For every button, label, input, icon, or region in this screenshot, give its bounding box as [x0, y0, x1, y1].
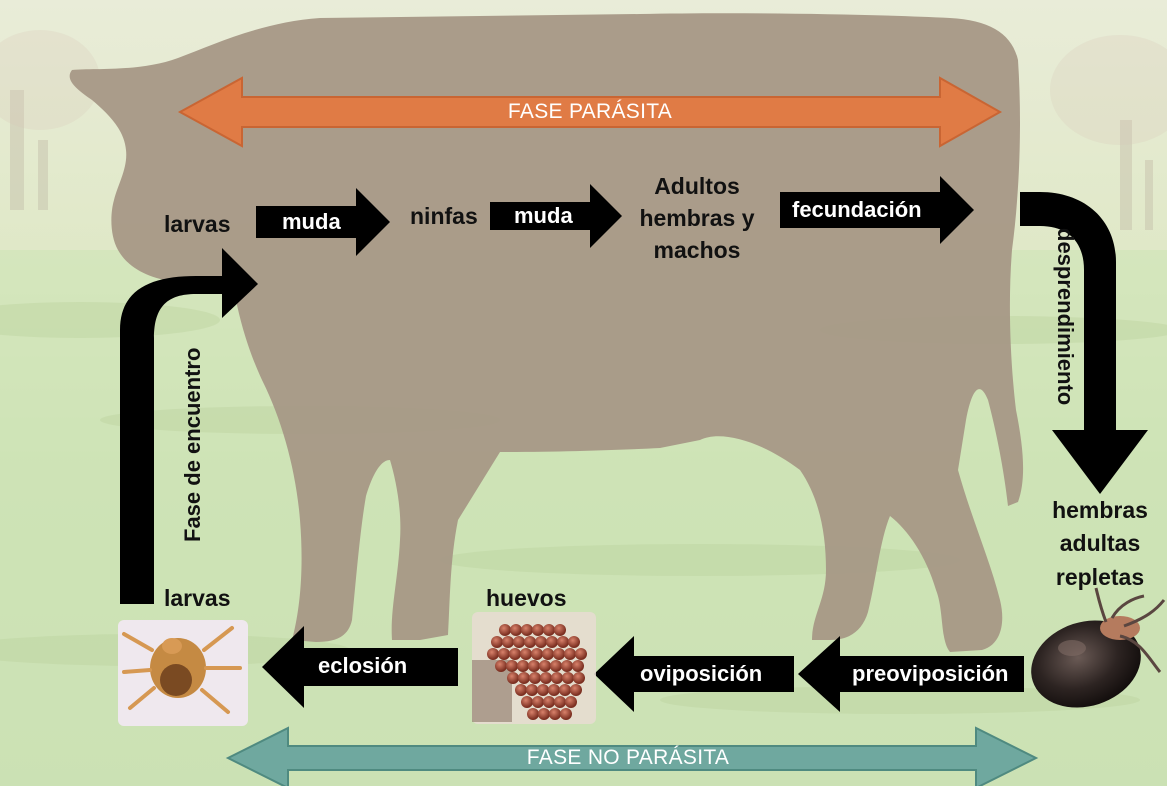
stage-hembras-line-2: adultas — [1052, 527, 1148, 560]
egg — [562, 672, 574, 684]
transition-muda-2: muda — [514, 204, 573, 228]
egg — [532, 696, 544, 708]
parasitic-phase-label: FASE PARÁSITA — [508, 100, 672, 123]
stage-hembras-line-3: repletas — [1052, 561, 1148, 594]
egg — [527, 708, 539, 720]
detachment-label: desprendimiento — [1052, 228, 1078, 405]
egg — [509, 648, 521, 660]
egg — [538, 708, 550, 720]
egg — [510, 624, 522, 636]
egg — [507, 672, 519, 684]
egg — [513, 636, 525, 648]
egg — [520, 648, 532, 660]
stage-ninfas: ninfas — [410, 204, 478, 229]
non-parasitic-phase-label: FASE NO PARÁSITA — [527, 746, 729, 769]
egg — [549, 708, 561, 720]
egg — [506, 660, 518, 672]
egg — [568, 636, 580, 648]
stage-huevos: huevos — [486, 586, 567, 611]
transition-oviposicion: oviposición — [640, 662, 762, 686]
egg — [557, 636, 569, 648]
egg — [565, 696, 577, 708]
egg — [540, 672, 552, 684]
transition-fecundacion: fecundación — [792, 198, 922, 222]
egg — [499, 624, 511, 636]
egg — [539, 660, 551, 672]
egg — [532, 624, 544, 636]
egg — [529, 672, 541, 684]
egg — [554, 696, 566, 708]
egg — [550, 660, 562, 672]
transition-eclosion: eclosión — [318, 654, 407, 678]
egg — [570, 684, 582, 696]
transition-muda-1: muda — [282, 210, 341, 234]
stage-hembras-line-1: hembras — [1052, 494, 1148, 527]
egg — [518, 672, 530, 684]
encounter-phase-label: Fase de encuentro — [180, 348, 206, 542]
egg — [559, 684, 571, 696]
stage-adultos-line-2: hembras y — [639, 202, 754, 234]
egg — [572, 660, 584, 672]
stage-larvas-host: larvas — [164, 212, 231, 237]
egg — [542, 648, 554, 660]
egg — [543, 696, 555, 708]
egg — [515, 684, 527, 696]
tick-larva-photo — [118, 620, 248, 726]
egg — [543, 624, 555, 636]
egg — [517, 660, 529, 672]
egg — [526, 684, 538, 696]
stage-larvas-ground: larvas — [164, 586, 231, 611]
egg — [564, 648, 576, 660]
egg — [575, 648, 587, 660]
egg — [554, 624, 566, 636]
egg — [548, 684, 560, 696]
egg — [561, 660, 573, 672]
egg — [521, 696, 533, 708]
egg — [531, 648, 543, 660]
egg — [535, 636, 547, 648]
egg — [524, 636, 536, 648]
egg — [491, 636, 503, 648]
egg — [528, 660, 540, 672]
transition-preoviposicion: preoviposición — [852, 662, 1008, 686]
egg — [537, 684, 549, 696]
egg — [498, 648, 510, 660]
egg — [495, 660, 507, 672]
egg — [502, 636, 514, 648]
egg — [560, 708, 572, 720]
egg — [551, 672, 563, 684]
stage-adultos-line-1: Adultos — [639, 170, 754, 202]
egg — [553, 648, 565, 660]
egg — [521, 624, 533, 636]
egg — [573, 672, 585, 684]
egg — [546, 636, 558, 648]
egg — [487, 648, 499, 660]
stage-adultos: Adultos hembras y machos — [639, 170, 754, 267]
stage-adultos-line-3: machos — [639, 234, 754, 266]
tick-eggs-photo — [472, 612, 596, 724]
stage-hembras-repletas: hembras adultas repletas — [1052, 494, 1148, 594]
